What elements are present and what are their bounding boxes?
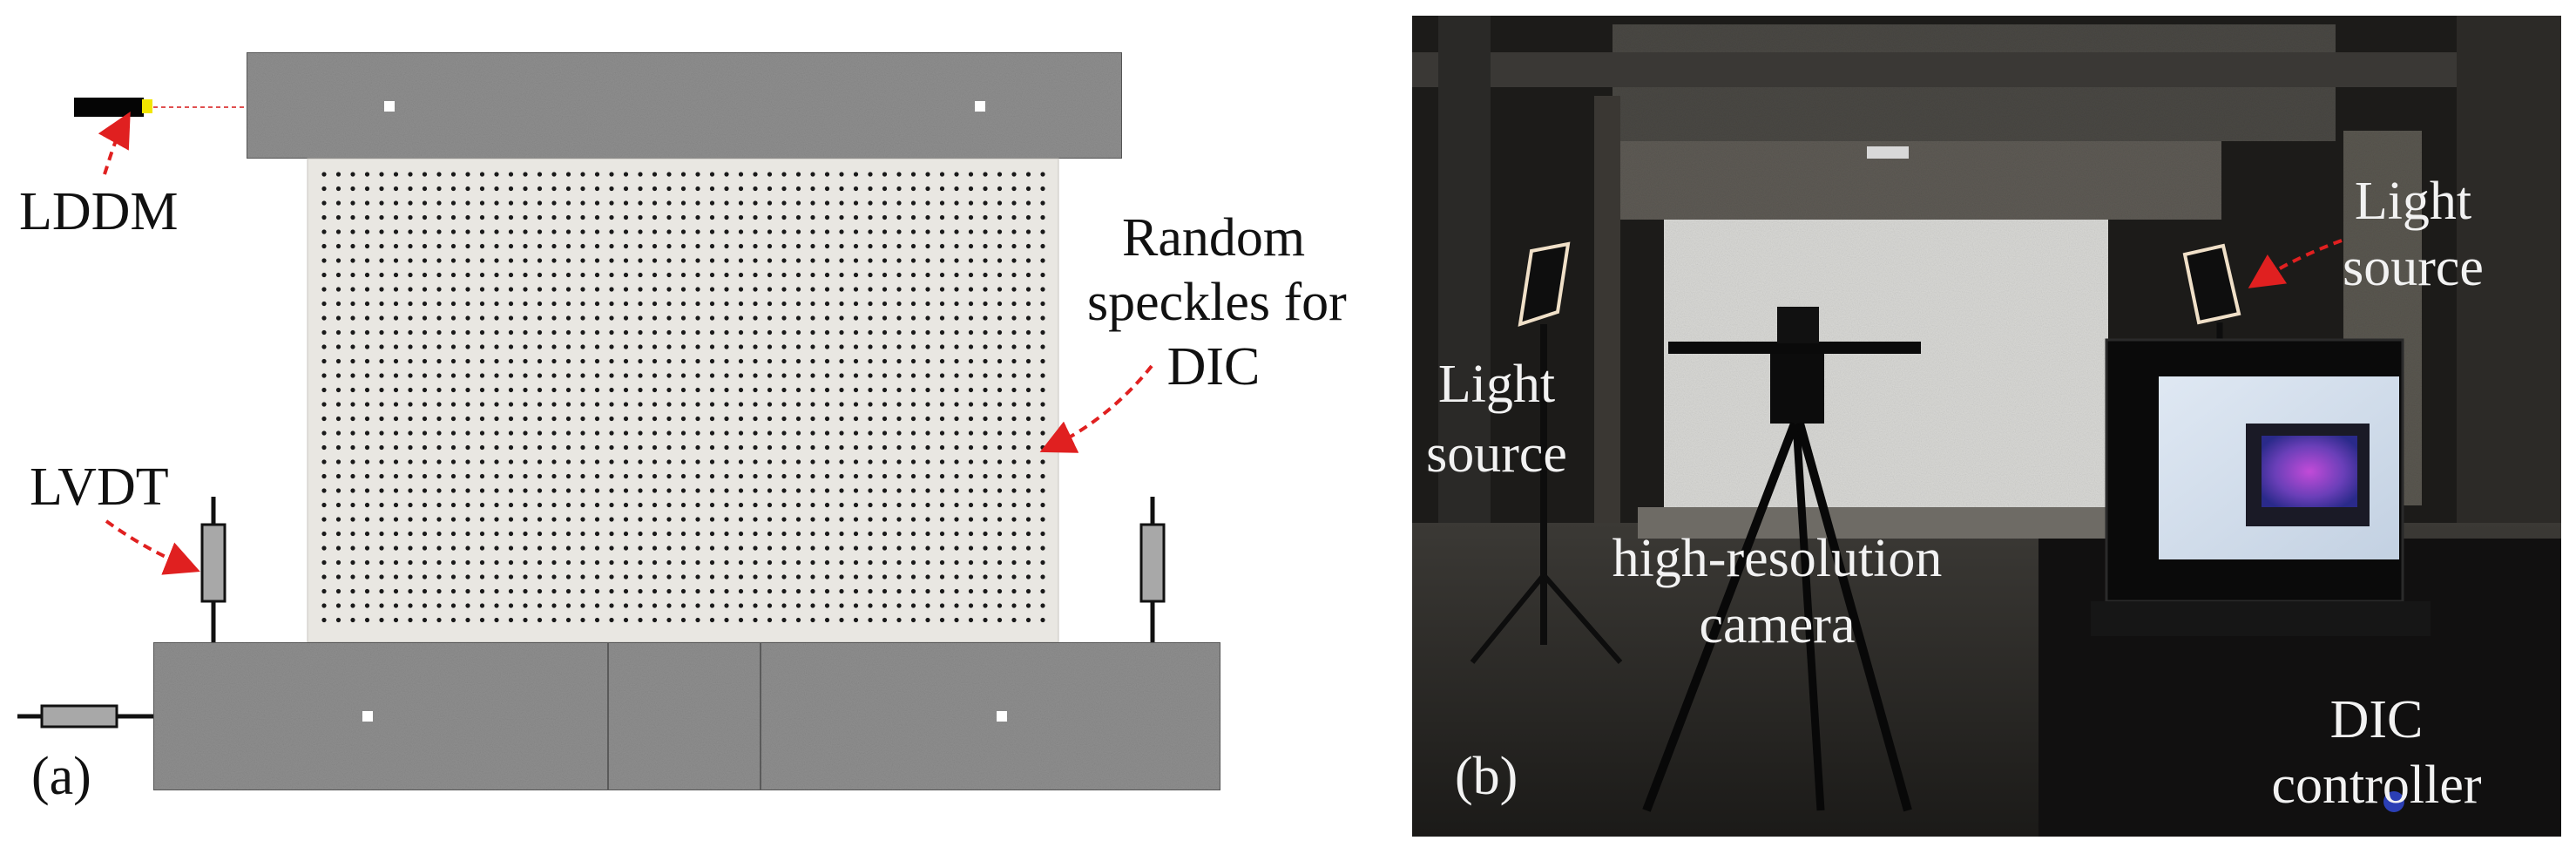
controller-indicator-light [2383,791,2404,812]
camera-slide-bar [1668,342,1921,354]
panel-a-label: (a) [31,747,91,806]
lddm-lens [142,99,152,113]
light-source-right-label-line1: Light [2354,172,2472,231]
speckled-wall-photo [1664,220,2108,507]
speckle-arrow [1039,364,1153,453]
light-source-left-label-line2: source [1426,424,1567,484]
light-source-left-label-line1: Light [1437,355,1556,414]
top-beam-marker-right [975,101,985,112]
tripod-leg-left [1642,422,1799,812]
panel-a-schematic [17,51,1221,791]
speckle-pattern [321,172,1045,623]
top-beam-marker-left [384,101,395,112]
column-mid-left [1594,96,1620,584]
lvdt-left-body [200,523,226,603]
camera-label-line1: high-resolution [1612,529,1943,588]
tripod-leg-center [1792,423,1825,811]
lvdt-label: LVDT [30,458,169,517]
light-right-arrow [2248,239,2343,288]
lvdt-right-body [1139,523,1166,603]
foundation-marker-right [997,711,1007,722]
light-source-left-lamp [1518,241,1571,327]
column-far-right [2457,16,2561,556]
light-stand-leg-left [1470,573,1546,664]
lddm-label: LDDM [19,182,179,241]
light-stand-leg-right [1541,573,1623,664]
top-beam [246,51,1123,159]
laptop-keyboard [2091,601,2431,636]
panel-b-label: (b) [1455,747,1518,806]
speckle-label-line1: Random [1122,208,1306,268]
upper-wall [1620,141,2221,220]
panel-b-photo [1412,16,2561,837]
camera-label-line2: camera [1699,595,1856,654]
light-source-right-lamp [2182,243,2241,325]
foundation-marker-left [362,711,373,722]
speckle-label-line2: speckles for [1087,273,1347,332]
lvdt-horizontal-body [40,704,118,729]
lddm-sensor [74,98,144,117]
tripod-head [1770,354,1824,424]
speckle-label-line3: DIC [1166,337,1261,396]
wall-label-sign [1867,146,1909,159]
laptop-thermal-image [2262,436,2357,507]
foundation-beam [152,641,1221,791]
camera-body [1777,307,1819,343]
light-source-right-label-line2: source [2343,238,2484,297]
controller-label-line1: DIC [2329,690,2424,749]
lvdt-arrow [105,519,200,575]
steel-frame-girder [1412,52,2561,87]
foundation-photo [1638,507,2126,539]
tripod-leg-right [1795,422,1912,812]
controller-label-line2: controller [2271,756,2482,815]
lddm-arrow [98,112,131,175]
